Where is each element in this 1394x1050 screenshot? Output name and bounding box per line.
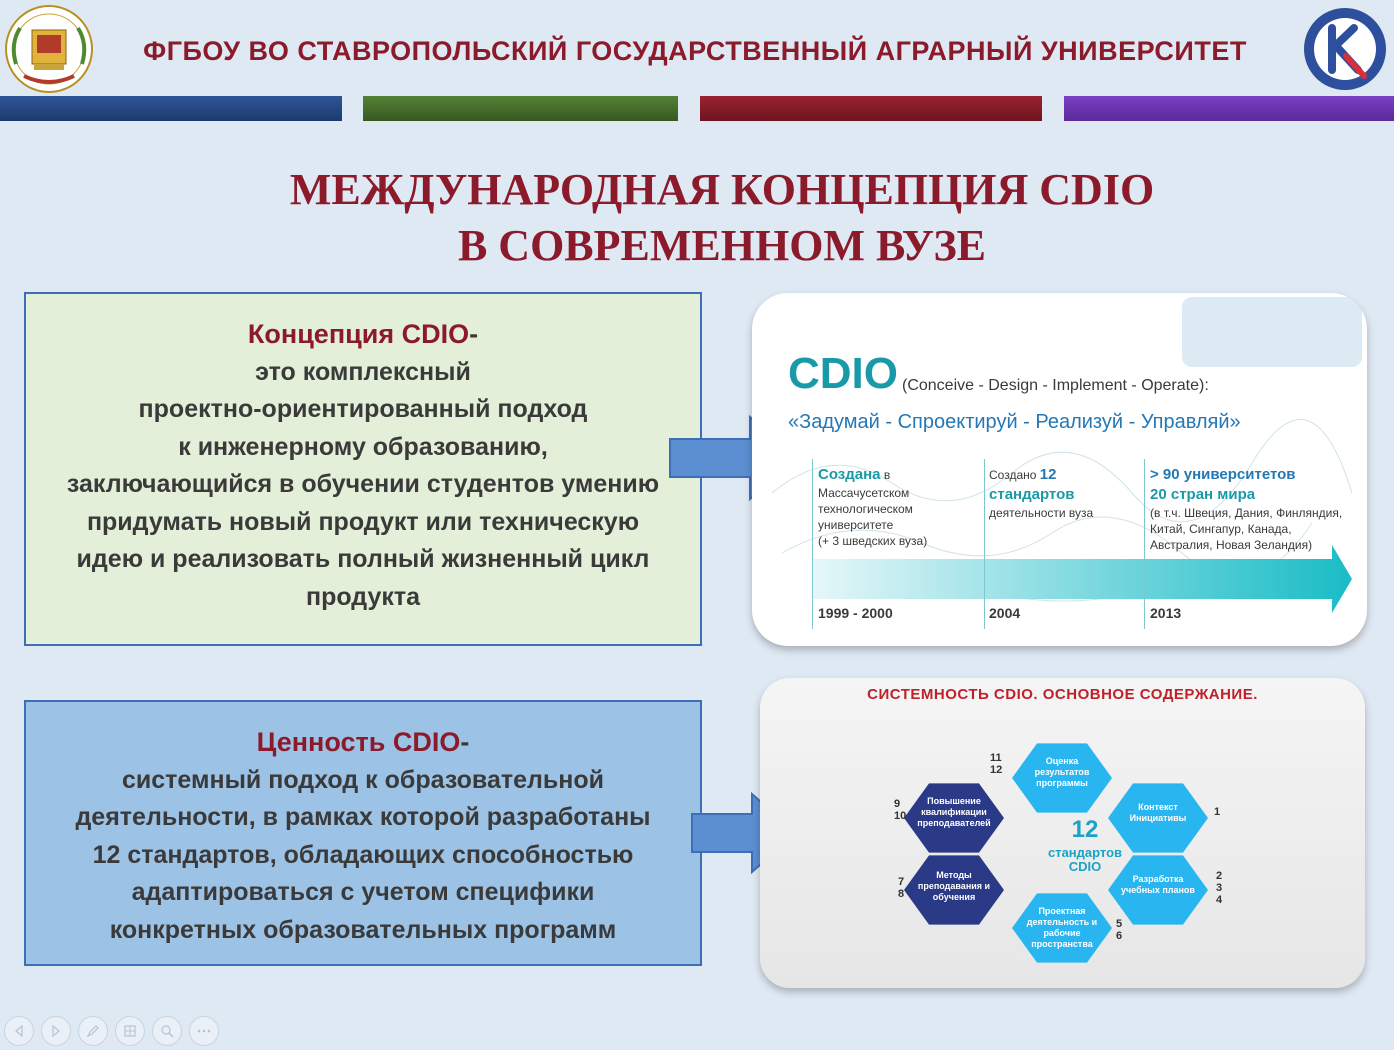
timeline-divider <box>1144 459 1145 629</box>
value-heading-dash: - <box>460 727 470 757</box>
cdio-russian-motto: «Задумай - Спроектируй - Реализуй - Упра… <box>788 411 1241 433</box>
hex-teaching <box>904 855 1004 925</box>
value-line: системный подход к образовательной <box>121 765 604 794</box>
concept-line: к инженерному образованию, <box>178 432 548 461</box>
timeline-col-1-line: Массачусетском <box>818 486 910 500</box>
timeline-col-3-line: Австралия, Новая Зеландия) <box>1150 538 1313 552</box>
header-stripe-purple <box>1064 96 1394 121</box>
value-line: конкретных образовательных программ <box>109 915 617 944</box>
concept-heading: Концепция CDIO- <box>26 316 700 354</box>
value-heading-text: Ценность CDIO <box>256 727 461 757</box>
value-line: адаптироваться с учетом специфики <box>131 878 595 906</box>
timeline-col-1-line: (+ 3 шведских вуза) <box>818 534 928 548</box>
hexagon-diagram <box>904 743 1208 963</box>
standards-label-line-2: CDIO <box>1068 859 1102 874</box>
hex-number-top-right: 1 <box>1214 806 1221 818</box>
hex-label-workspaces: Проектная деятельность и рабочие простра… <box>1026 906 1098 949</box>
slides-icon[interactable] <box>115 1016 145 1046</box>
concept-heading-text: Концепция CDIO <box>247 319 470 349</box>
timeline-col-2-pre: Создано <box>989 468 1040 482</box>
more-icon[interactable] <box>189 1016 219 1046</box>
pen-icon[interactable] <box>78 1016 108 1046</box>
timeline-col-1: Создана в Массачусетском технологическом… <box>818 465 978 549</box>
timeline-divider <box>984 459 985 629</box>
hex-label-context: Контекст Инициативы <box>1129 802 1187 823</box>
slide-title-line-2: В СОВРЕМЕННОМ ВУЗЕ <box>457 221 987 270</box>
hex-number-bottom-left: 7 8 <box>898 876 905 900</box>
timeline-col-3-lead-2: 20 стран мира <box>1150 486 1256 503</box>
concept-line: это комплексный <box>255 357 471 386</box>
hex-label-curriculum: Разработка учебных планов <box>1121 874 1195 895</box>
hex-number-bottom-right: 2 3 4 <box>1216 870 1223 906</box>
cdio-timeline-card: CDIO (Conceive - Design - Implement - Op… <box>752 293 1367 646</box>
timeline-col-1-lead-tail: в <box>880 468 891 482</box>
slide-title: МЕЖДУНАРОДНАЯ КОНЦЕПЦИЯ CDIO В СОВРЕМЕНН… <box>100 162 1344 274</box>
timeline-divider <box>812 459 813 629</box>
cdio-english-subtitle: (Conceive - Design - Implement - Operate… <box>902 377 1209 394</box>
standards-diagram-title: СИСТЕМНОСТЬ CDIO. ОСНОВНОЕ СОДЕРЖАНИЕ. <box>867 686 1258 703</box>
value-text-box: Ценность CDIO- системный подход к образо… <box>24 700 702 966</box>
world-map-background <box>771 297 1362 613</box>
hex-context <box>1108 783 1208 853</box>
timeline-year-3: 2013 <box>1150 605 1182 621</box>
quality-award-logo <box>1304 8 1386 90</box>
next-icon[interactable] <box>41 1016 71 1046</box>
timeline-col-3-lead-1: > 90 университетов <box>1150 466 1296 483</box>
hex-number-top: 11 12 <box>990 752 1003 776</box>
hex-faculty <box>904 783 1004 853</box>
timeline-col-2-line: деятельности вуза <box>989 506 1094 520</box>
slideshow-controls <box>4 1016 219 1046</box>
concept-line: заключающийся в обучении студентов умени… <box>66 470 660 498</box>
timeline-col-2: Создано 12 стандартов деятельности вуза <box>989 465 1139 521</box>
timeline-col-2-number: 12 <box>1039 466 1057 483</box>
timeline-col-3-line: (в т.ч. Швеция, Дания, Финляндия, <box>1150 506 1343 520</box>
concept-line: придумать новый продукт или техническую <box>86 507 640 536</box>
hex-label-faculty: Повышение квалификации преподавателей <box>917 796 991 828</box>
slide-title-line-1: МЕЖДУНАРОДНАЯ КОНЦЕПЦИЯ CDIO <box>289 165 1155 214</box>
hex-assessment <box>1012 743 1112 813</box>
timeline-col-2-lead: стандартов <box>989 486 1075 503</box>
concept-heading-dash: - <box>469 319 479 349</box>
zoom-icon[interactable] <box>152 1016 182 1046</box>
timeline-col-1-lead: Создана <box>818 466 881 483</box>
standards-count: 12 <box>1071 816 1099 843</box>
timeline-col-3: > 90 университетов 20 стран мира (в т.ч.… <box>1150 465 1362 553</box>
hex-number-bottom: 5 6 <box>1116 918 1123 942</box>
hex-label-teaching: Методы преподавания и обучения <box>917 870 991 902</box>
value-line: 12 стандартов, обладающих способностью <box>92 840 634 869</box>
concept-line: проектно-ориентированный подход <box>138 395 588 423</box>
timeline-year-2: 2004 <box>989 605 1021 621</box>
concept-line: идею и реализовать полный жизненный цикл <box>76 545 650 573</box>
header-stripe-blue <box>0 96 342 121</box>
hex-workspaces <box>1012 893 1112 963</box>
cdio-logo-text: CDIO <box>788 349 898 398</box>
header-stripe-red <box>700 96 1042 121</box>
university-logo <box>5 5 93 93</box>
value-line: деятельности, в рамках которой разработа… <box>75 803 651 831</box>
hex-label-assessment: Оценка результатов программы <box>1034 756 1090 788</box>
cdio-standards-card: СИСТЕМНОСТЬ CDIO. ОСНОВНОЕ СОДЕРЖАНИЕ. 1… <box>760 678 1365 988</box>
hex-number-top-left: 9 10 <box>894 798 907 822</box>
prev-icon[interactable] <box>4 1016 34 1046</box>
timeline-col-1-line: университете <box>818 518 894 532</box>
standards-label-line-1: стандартов <box>1047 845 1123 860</box>
university-name: ФГБОУ ВО СТАВРОПОЛЬСКИЙ ГОСУДАРСТВЕННЫЙ … <box>143 36 1247 66</box>
timeline-col-3-line: Китай, Сингапур, Канада, <box>1150 522 1292 536</box>
header-stripe-green <box>363 96 678 121</box>
timeline-col-1-line: технологическом <box>818 502 913 516</box>
concept-line: продукта <box>305 582 421 611</box>
concept-text-box: Концепция CDIO- это комплексный проектно… <box>24 292 702 646</box>
standards-label: стандартов CDIO <box>1010 846 1160 874</box>
value-heading: Ценность CDIO- <box>26 724 700 762</box>
hex-curriculum <box>1108 855 1208 925</box>
timeline-year-1: 1999 - 2000 <box>818 605 893 621</box>
